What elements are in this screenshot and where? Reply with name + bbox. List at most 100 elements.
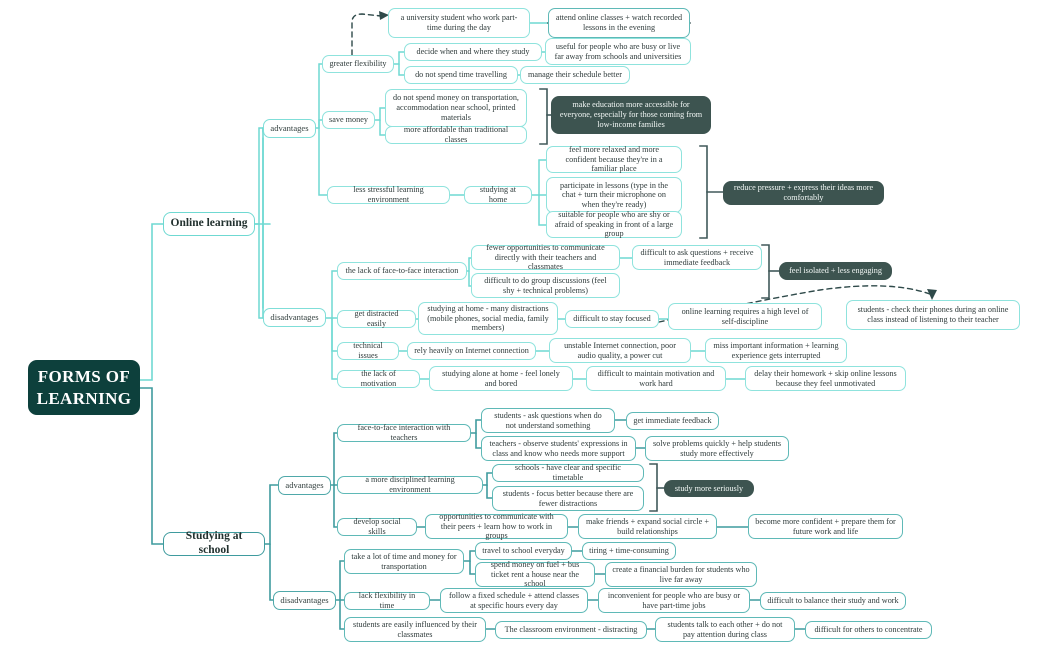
node-label: make friends + expand social circle + bu… xyxy=(586,516,709,536)
node-no-money-transportation[interactable]: do not spend money on transportation, ac… xyxy=(385,89,527,127)
node-teachers-observe[interactable]: teachers - observe students' expressions… xyxy=(481,436,636,461)
node-label: technical issues xyxy=(353,341,383,360)
node-label: take a lot of time and money for transpo… xyxy=(351,551,457,571)
category-sas-disadvantages[interactable]: disadvantages xyxy=(273,591,336,610)
node-technical-issues[interactable]: technical issues xyxy=(337,341,399,360)
node-get-immediate-feedback[interactable]: get immediate feedback xyxy=(626,412,719,430)
node-label: save money xyxy=(329,115,368,125)
node-studying-at-home[interactable]: studying at home xyxy=(464,185,532,204)
root-label: FORMS OF LEARNING xyxy=(36,367,132,408)
category-ol-disadvantages[interactable]: disadvantages xyxy=(263,308,326,327)
node-studying-home-distractions[interactable]: studying at home - many distractions (mo… xyxy=(418,302,558,335)
node-develop-social-skills[interactable]: develop social skills xyxy=(337,517,417,536)
node-face-to-face-teachers[interactable]: face-to-face interaction with teachers xyxy=(337,423,471,442)
node-students-check-phones[interactable]: students - check their phones during an … xyxy=(846,300,1020,330)
node-label: manage their schedule better xyxy=(528,70,622,80)
node-make-education-accessible[interactable]: make education more accessible for every… xyxy=(551,96,711,134)
node-attend-online-classes[interactable]: attend online classes + watch recorded l… xyxy=(548,8,690,38)
node-difficult-concentrate[interactable]: difficult for others to concentrate xyxy=(805,621,932,639)
node-label: feel isolated + less engaging xyxy=(789,266,882,276)
node-delay-homework[interactable]: delay their homework + skip online lesso… xyxy=(745,366,906,391)
node-label: do not spend time travelling xyxy=(415,70,507,80)
node-travel-school-everyday[interactable]: travel to school everyday xyxy=(475,542,572,560)
node-students-talk-each-other[interactable]: students talk to each other + do not pay… xyxy=(655,617,795,642)
node-label: get immediate feedback xyxy=(633,416,712,426)
node-fewer-opportunities[interactable]: fewer opportunities to communicate direc… xyxy=(471,243,620,271)
node-inconvenient-busy[interactable]: inconvenient for people who are busy or … xyxy=(598,588,750,613)
node-label: studying alone at home - feel lonely and… xyxy=(442,368,560,388)
root-node[interactable]: FORMS OF LEARNING xyxy=(28,360,140,415)
node-label: suitable for people who are shy or afrai… xyxy=(554,210,674,239)
node-classroom-distracting[interactable]: The classroom environment - distracting xyxy=(495,621,647,639)
node-lack-of-motivation[interactable]: the lack of motivation xyxy=(337,369,420,388)
node-label: a university student who work part-time … xyxy=(400,13,518,32)
node-time-money-transportation[interactable]: take a lot of time and money for transpo… xyxy=(344,549,464,574)
node-reduce-pressure[interactable]: reduce pressure + express their ideas mo… xyxy=(723,181,884,205)
node-lack-face-to-face[interactable]: the lack of face-to-face interaction xyxy=(337,262,467,280)
node-more-affordable[interactable]: more affordable than traditional classes xyxy=(385,125,527,144)
node-useful-busy-far-away[interactable]: useful for people who are busy or live f… xyxy=(545,38,691,65)
node-label: tiring + time-consuming xyxy=(589,546,669,556)
node-decide-when-where-study[interactable]: decide when and where they study xyxy=(404,43,542,61)
node-label: students - check their phones during an … xyxy=(857,305,1009,324)
node-difficult-group-discussions[interactable]: difficult to do group discussions (feel … xyxy=(471,273,620,298)
node-label: difficult for others to concentrate xyxy=(814,625,923,635)
node-label: participate in lessons (type in the chat… xyxy=(559,180,668,209)
node-solve-problems-quickly[interactable]: solve problems quickly + help students s… xyxy=(645,436,789,461)
node-label: attend online classes + watch recorded l… xyxy=(555,13,683,32)
node-participate-in-lessons[interactable]: participate in lessons (type in the chat… xyxy=(546,177,682,213)
branch-studying-at-school[interactable]: Studying at school xyxy=(163,530,265,556)
node-opportunities-communicate-peers[interactable]: opportunities to communicate with their … xyxy=(425,512,568,541)
node-label: travel to school everyday xyxy=(482,546,565,556)
node-label: develop social skills xyxy=(353,517,401,536)
node-lack-flexibility-time[interactable]: lack flexibility in time xyxy=(344,591,430,610)
node-make-friends[interactable]: make friends + expand social circle + bu… xyxy=(578,514,717,539)
node-tiring-time-consuming[interactable]: tiring + time-consuming xyxy=(582,542,676,560)
node-label: rely heavily on Internet connection xyxy=(414,346,529,356)
node-label: useful for people who are busy or live f… xyxy=(554,41,682,61)
node-fixed-schedule[interactable]: follow a fixed schedule + attend classes… xyxy=(440,588,588,613)
branch-online-learning[interactable]: Online learning xyxy=(163,212,255,236)
node-study-more-seriously[interactable]: study more seriously xyxy=(664,480,754,497)
node-suitable-shy-people[interactable]: suitable for people who are shy or afrai… xyxy=(546,210,682,239)
node-get-distracted-easily[interactable]: get distracted easily xyxy=(337,309,416,328)
node-label: unstable Internet connection, poor audio… xyxy=(564,340,676,360)
node-label: the lack of motivation xyxy=(360,369,397,388)
node-studying-alone-lonely[interactable]: studying alone at home - feel lonely and… xyxy=(429,366,573,391)
node-difficult-stay-focused[interactable]: difficult to stay focused xyxy=(565,310,659,328)
node-difficult-balance[interactable]: difficult to balance their study and wor… xyxy=(760,592,906,610)
node-feel-more-relaxed[interactable]: feel more relaxed and more confident bec… xyxy=(546,145,682,173)
node-label: schools - have clear and specific timeta… xyxy=(514,463,622,482)
category-ol-advantages[interactable]: advantages xyxy=(263,119,316,138)
node-high-self-discipline[interactable]: online learning requires a high level of… xyxy=(668,303,822,330)
node-feel-isolated[interactable]: feel isolated + less engaging xyxy=(779,262,892,280)
node-label: decide when and where they study xyxy=(416,47,530,57)
node-label: study more seriously xyxy=(674,483,744,493)
node-label: opportunities to communicate with their … xyxy=(439,512,554,541)
node-schools-clear-timetable[interactable]: schools - have clear and specific timeta… xyxy=(492,463,644,482)
node-label: become more confident + prepare them for… xyxy=(755,516,896,536)
node-more-disciplined-env[interactable]: a more disciplined learning environment xyxy=(337,475,483,494)
node-less-stressful-env[interactable]: less stressful learning environment xyxy=(327,185,450,204)
node-label: spend money on fuel + bus ticket rent a … xyxy=(490,560,580,589)
node-rely-internet[interactable]: rely heavily on Internet connection xyxy=(407,342,536,360)
node-students-focus-better[interactable]: students - focus better because there ar… xyxy=(492,486,644,511)
node-spend-money-fuel[interactable]: spend money on fuel + bus ticket rent a … xyxy=(475,560,595,589)
node-become-more-confident[interactable]: become more confident + prepare them for… xyxy=(748,514,903,539)
node-label: the lack of face-to-face interaction xyxy=(345,266,459,276)
node-manage-schedule-better[interactable]: manage their schedule better xyxy=(520,66,630,84)
node-label: students - focus better because there ar… xyxy=(502,488,634,508)
node-save-money[interactable]: save money xyxy=(322,111,375,129)
node-students-ask-questions[interactable]: students - ask questions when do not und… xyxy=(481,408,615,433)
node-university-student-part-time[interactable]: a university student who work part-time … xyxy=(388,8,530,38)
node-no-time-travelling[interactable]: do not spend time travelling xyxy=(404,66,518,84)
node-greater-flexibility[interactable]: greater flexibility xyxy=(322,55,394,73)
node-miss-important-info[interactable]: miss important information + learning ex… xyxy=(705,338,847,363)
node-financial-burden[interactable]: create a financial burden for students w… xyxy=(605,562,757,587)
node-difficult-maintain-motivation[interactable]: difficult to maintain motivation and wor… xyxy=(586,366,726,391)
node-label: difficult to ask questions + receive imm… xyxy=(640,247,754,267)
node-easily-influenced[interactable]: students are easily influenced by their … xyxy=(344,617,486,642)
category-sas-advantages[interactable]: advantages xyxy=(278,476,331,495)
node-unstable-internet[interactable]: unstable Internet connection, poor audio… xyxy=(549,338,691,363)
node-difficult-ask-questions[interactable]: difficult to ask questions + receive imm… xyxy=(632,245,762,270)
